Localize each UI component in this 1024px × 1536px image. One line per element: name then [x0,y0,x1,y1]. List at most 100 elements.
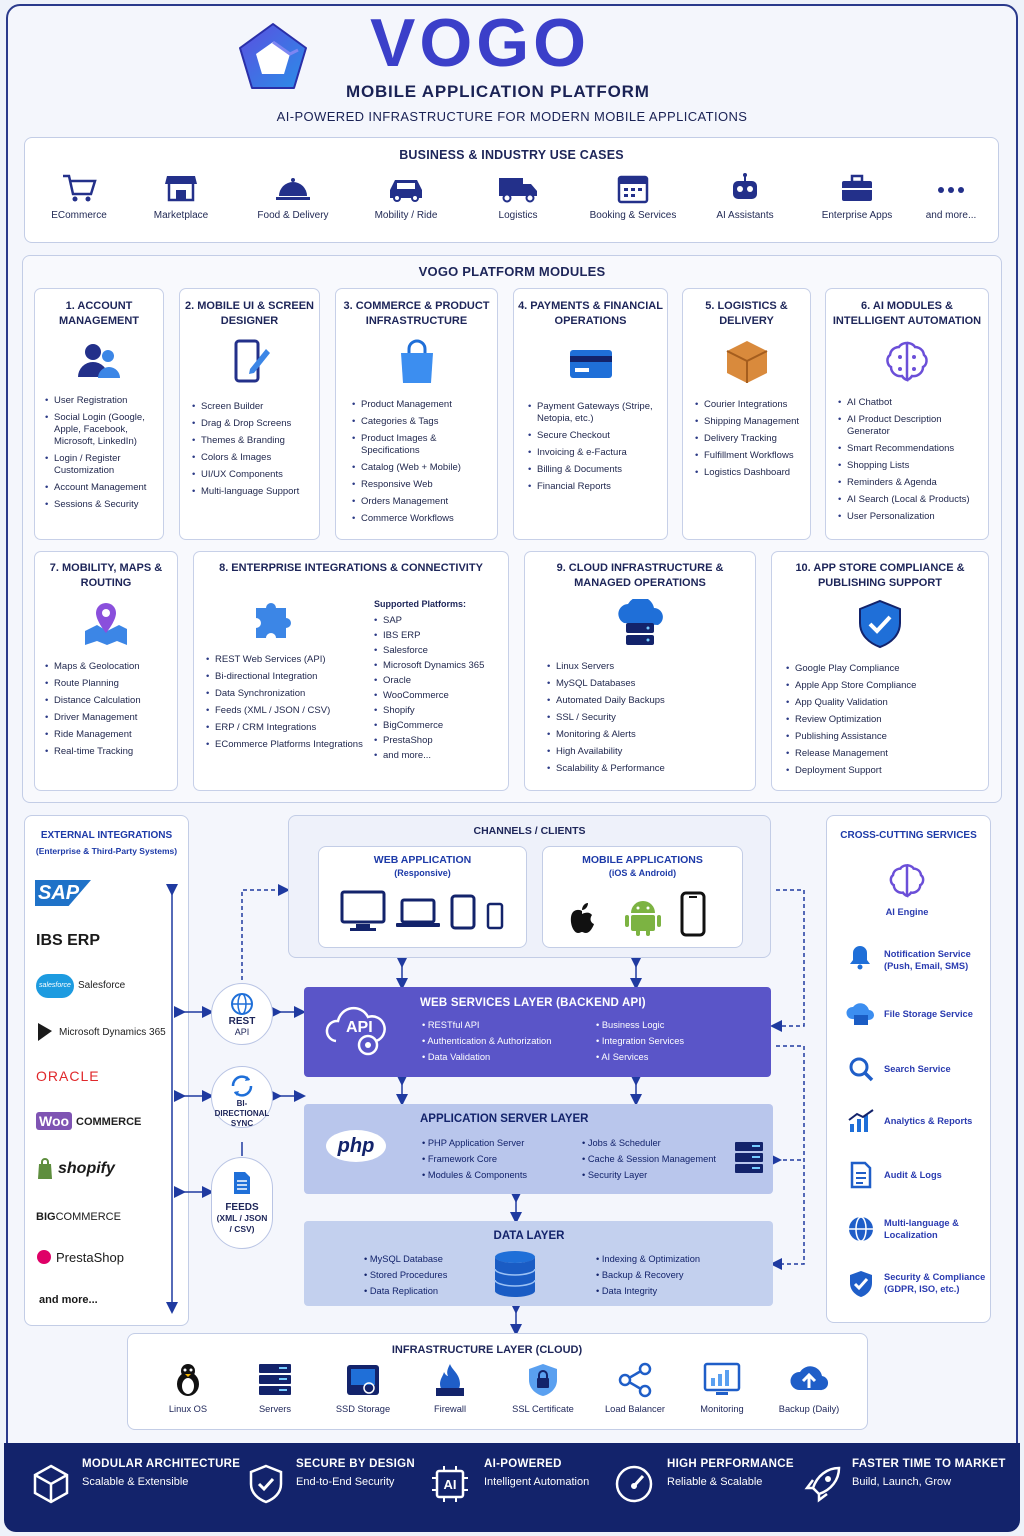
svg-text:AI: AI [444,1477,457,1492]
phone-edit-icon [234,339,270,383]
external-more: and more... [39,1294,98,1306]
shield-check-icon [859,599,901,649]
shopping-bag-icon [400,339,433,383]
usecase-booking: Booking & Services [578,172,688,221]
cloud-server-icon [618,599,663,645]
module-appstore-list: Google Play ComplianceApple App Store Co… [786,663,982,777]
usecase-food: Food & Delivery [238,172,348,221]
infra-monitoring: Monitoring [677,1362,767,1414]
search-icon [849,1057,874,1082]
secure-shield-icon [249,1464,283,1504]
servers-icon [259,1364,291,1395]
database-icon [494,1251,536,1297]
infra-load-balancer: Load Balancer [590,1362,680,1414]
module-logistics-list: Courier IntegrationsShipping ManagementD… [695,399,804,479]
cross-analytics: Analytics & Reports [884,1116,973,1126]
ssd-drive-icon [347,1365,379,1395]
usecase-marketplace: Marketplace [126,172,236,221]
salesforce-cloud-icon: salesforce [36,974,74,998]
brand-name: VOGO [370,5,591,81]
usecase-enterprise: Enterprise Apps [802,172,912,221]
rocket-icon [804,1466,841,1503]
briefcase-icon [842,174,872,201]
api-layer-left-list: RESTful APIAuthentication & Authorizatio… [422,1019,551,1067]
module-account-list: User RegistrationSocial Login (Google, A… [45,395,155,511]
infrastructure-panel [127,1333,868,1430]
app-server-layer: php APPLICATION SERVER LAYER PHP Applica… [304,1104,773,1194]
storefront-icon [165,176,197,202]
shopify-label: shopify [58,1160,115,1177]
server-rack-icon [735,1142,763,1173]
infra-servers: Servers [230,1362,320,1414]
bigcommerce-logo: BIGCOMMERCE [36,1211,121,1223]
document-icon [234,1172,250,1194]
app-layer-title: APPLICATION SERVER LAYER [420,1113,589,1125]
page-subtitle: AI-POWERED INFRASTRUCTURE FOR MODERN MOB… [276,109,748,124]
globe-icon [231,993,253,1015]
cross-multilanguage: Multi-language & Localization [884,1218,959,1240]
brain-icon [886,341,928,382]
module-commerce-list: Product ManagementCategories & TagsProdu… [352,399,489,525]
module-appstore: 10. APP STORE COMPLIANCE & PUBLISHING SU… [771,551,989,791]
bell-icon [850,946,870,970]
external-subtitle: (Enterprise & Third-Party Systems) [35,846,178,856]
module-ui-designer-list: Screen BuilderDrag & Drop ScreensThemes … [192,401,311,498]
module-payments-list: Payment Gateways (Stripe, Netopia, etc.)… [528,401,661,493]
usecase-ecommerce: ECommerce [24,172,134,221]
mobile-apps-card: MOBILE APPLICATIONS (iOS & Android) [542,846,743,948]
external-title: EXTERNAL INTEGRATIONS [40,830,173,841]
data-layer-right-list: Indexing & OptimizationBackup & Recovery… [596,1253,700,1301]
cross-security: Security & Compliance (GDPR, ISO, etc.) [884,1272,986,1294]
users-icon [78,344,120,378]
file-storage-icon [846,1003,874,1025]
cloche-icon [276,178,310,200]
api-badge: API [346,1019,373,1036]
module-payments: 4. PAYMENTS & FINANCIAL OPERATIONS Payme… [513,288,668,540]
modular-cube-icon [33,1464,69,1504]
module-mobility-list: Maps & GeolocationRoute PlanningDistance… [45,661,171,758]
infra-ssl: SSL Certificate [498,1362,588,1414]
security-shield-icon [850,1271,872,1297]
module-integrations-list: REST Web Services (API)Bi-directional In… [206,654,376,756]
api-cloud-gear-icon [325,1006,386,1056]
ai-engine-label: AI Engine [885,907,929,917]
sync-icon [231,1075,253,1097]
infra-firewall: Firewall [405,1362,495,1414]
module-logistics: 5. LOGISTICS & DELIVERY Courier Integrat… [682,288,811,540]
infra-linux: Linux OS [143,1362,233,1414]
module-commerce: 3. COMMERCE & PRODUCT INFRASTRUCTURE Pro… [335,288,498,540]
feeds-connector: FEEDS (XML / JSON / CSV) [211,1157,273,1249]
calendar-icon [617,175,649,204]
web-app-card: WEB APPLICATION (Responsive) [318,846,527,948]
puzzle-icon [256,603,291,638]
data-layer-title: DATA LAYER [493,1230,565,1242]
data-layer: DATA LAYER MySQL DatabaseStored Procedur… [304,1221,773,1306]
module-cloud: 9. CLOUD INFRASTRUCTURE & MANAGED OPERAT… [524,551,756,791]
usecases-title: BUSINESS & INDUSTRY USE CASES [399,148,624,162]
speedometer-icon [615,1465,653,1503]
app-layer-right-list: Jobs & SchedulerCache & Session Manageme… [582,1137,716,1185]
car-icon [390,180,422,202]
prestashop-label: PrestaShop [56,1250,124,1265]
ssl-shield-icon [529,1364,557,1396]
api-layer: API WEB SERVICES LAYER (BACKEND API) RES… [304,987,771,1077]
load-balancer-icon [618,1362,652,1398]
cross-cutting-title: CROSS-CUTTING SERVICES [840,830,977,841]
cross-file-storage: File Storage Service [884,1009,973,1019]
usecase-logistics: Logistics [463,172,573,221]
platforms-title: Supported Platforms: [374,599,467,609]
robot-icon [733,173,757,199]
usecase-mobility: Mobility / Ride [351,172,461,221]
module-ui-designer: 2. MOBILE UI & SCREEN DESIGNER Screen Bu… [179,288,320,540]
linux-penguin-icon [177,1364,199,1396]
sync-connector: BI-DIRECTIONAL SYNC [211,1066,273,1128]
dynamics-label: Microsoft Dynamics 365 [59,1027,166,1038]
ai-engine-brain-icon [889,864,925,898]
smartphone-icon [680,891,706,937]
module-integrations: 8. ENTERPRISE INTEGRATIONS & CONNECTIVIT… [193,551,509,791]
globe-language-icon [849,1216,873,1242]
